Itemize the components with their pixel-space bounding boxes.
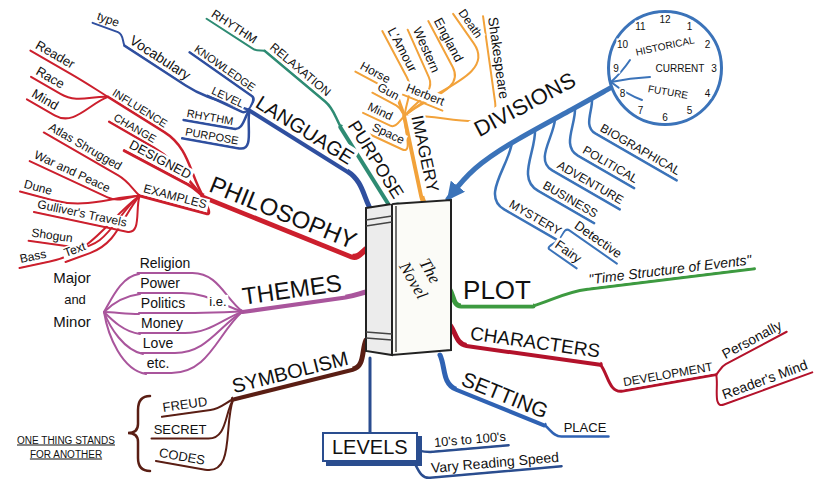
time-word: CURRENT [655,63,706,74]
clock-number: 2 [704,38,712,49]
branch-word: Politics [139,296,187,311]
note-text: ONE THING STANDS FOR ANOTHER [4,434,128,461]
clock-number: 3 [710,63,718,74]
time-word: FUTURE [646,83,690,101]
theme-link [104,312,139,314]
note-text: Major [51,270,93,287]
branch-word: etc. [145,356,172,371]
branch-word: KNOWLEDGE [191,41,260,94]
clock-branch [611,77,650,82]
clock-number: 6 [661,112,669,123]
branch-word: PLACE [562,421,609,435]
clock-number: 12 [658,14,671,25]
branch-word: Herbert [402,81,448,110]
branch-line [138,273,243,312]
branch-word: SECRET [152,423,209,437]
branch-word: RELAXATION [265,40,334,101]
note-text: Minor [51,314,93,331]
branch-word: Money [139,316,185,331]
theme-link [104,274,139,312]
clock-circle: HISTORICAL CURRENT FUTURE 12 12 3 45 6 78 9 10 11 [607,10,723,126]
branch-word: PLOT [461,276,533,305]
clock-number: 8 [619,87,627,98]
branch-word: RHYTHM [207,6,261,47]
branch-word: Power [138,276,182,291]
book-cover [392,200,451,355]
clock-number: 5 [686,105,694,116]
note-text: i.e. [207,295,228,309]
branch-word: DESIGNED [125,137,195,183]
branch-line [138,293,243,312]
levels-title: LEVELS [332,436,408,458]
time-word: HISTORICAL [634,34,697,58]
branch-word: SYMBOLISM [228,346,353,397]
clock-number: 4 [704,87,712,98]
clock-number: 11 [634,20,646,31]
branch-word: Vocabulary [125,32,195,85]
connector [369,358,372,432]
clock-branch [611,82,642,100]
book-node: The Novel [362,198,454,358]
note-text: DIVISIONS [468,67,581,142]
branch-word: DEVELOPMENT [620,360,716,389]
branch-word: PHILOSOPHY [204,171,362,255]
book-bands [366,206,396,352]
clock-number: 7 [637,105,645,116]
clock-number: 1 [686,20,694,31]
levels-box: LEVELS [322,432,418,462]
note-text: and [62,293,88,307]
branch-word: MYSTERY [505,197,565,239]
branch-word: Religion [138,256,193,271]
branch-word: Personally [718,317,786,363]
symbol-bracket [128,396,150,471]
branch-word: Love [141,336,175,351]
branch-word: FREUD [160,395,210,416]
clock-number: 10 [616,38,629,49]
clock-number: 9 [612,63,620,74]
branch-line [139,312,243,313]
clock-branches [611,60,650,100]
theme-link [104,294,140,312]
branch-word: Reader's Mind [718,357,811,404]
